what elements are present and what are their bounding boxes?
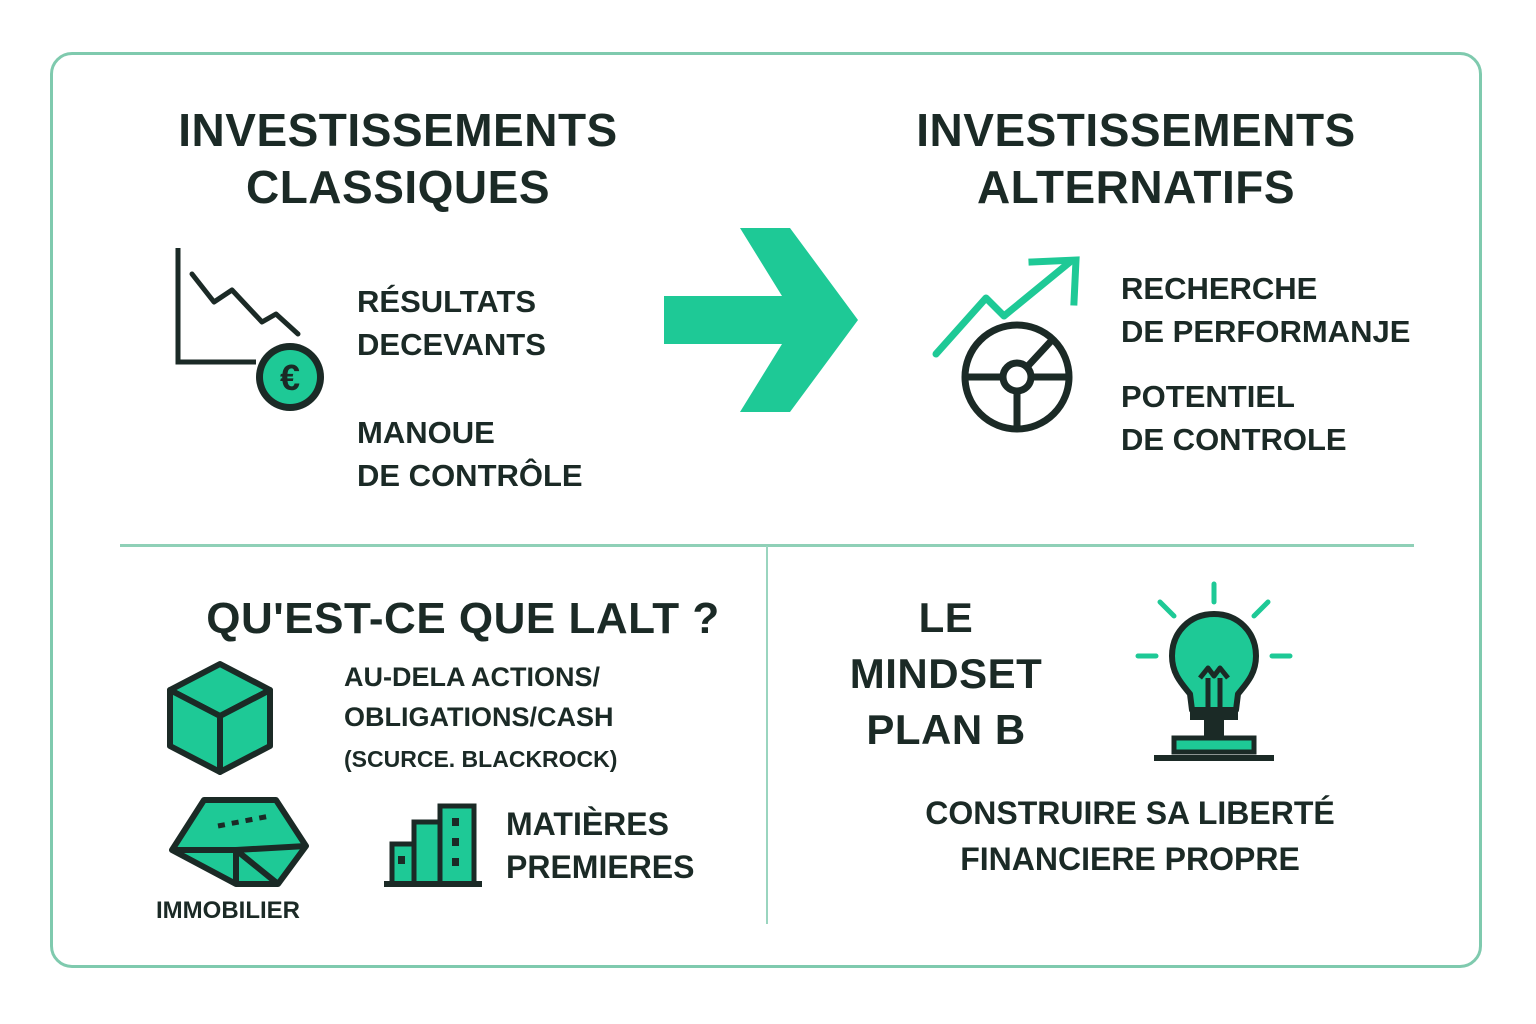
alt-section-description: AU-DELA ACTIONS/ OBLIGATIONS/CASH <box>344 657 614 737</box>
alternative-point-performance-line-1: RECHERCHE <box>1121 271 1318 306</box>
alt-section-title: QU'EST-CE QUE LALT ? <box>160 590 766 647</box>
building-label-line-2: PREMIERES <box>506 849 695 885</box>
alternative-point-control-line-2: DE CONTROLE <box>1121 422 1347 457</box>
mindset-caption-line-1: CONSTRUIRE SA LIBERTÉ <box>925 795 1335 831</box>
alt-section-description-line-2: OBLIGATIONS/CASH <box>344 702 614 732</box>
classic-point-control: MANOUE DE CONTRÔLE <box>357 411 583 497</box>
right-arrow-icon <box>664 228 858 412</box>
vertical-divider <box>766 546 768 924</box>
alternative-title-line-1: INVESTISSEMENTS <box>916 104 1356 156</box>
alt-section-description-line-1: AU-DELA ACTIONS/ <box>344 662 600 692</box>
alt-section-title-text: QU'EST-CE QUE LALT ? <box>206 594 720 643</box>
euro-coin-symbol: € <box>280 357 300 398</box>
gold-bar-icon <box>169 797 309 887</box>
buildings-icon <box>384 803 482 887</box>
classic-point-results: RÉSULTATS DECEVANTS <box>357 280 546 366</box>
classic-point-control-line-1: MANOUE <box>357 415 495 450</box>
mindset-caption-line-2: FINANCIERE PROPRE <box>960 841 1300 877</box>
classic-title-line-2: CLASSIQUES <box>245 161 551 213</box>
classic-title: INVESTISSEMENTS CLASSIQUES <box>150 102 646 216</box>
alternative-point-control: POTENTIEL DE CONTROLE <box>1121 375 1347 461</box>
building-label-line-1: MATIÈRES <box>506 806 669 842</box>
alternative-point-performance: RECHERCHE DE PERFORMANJE <box>1121 267 1410 353</box>
alt-section-source: (SCURCE. BLACKROCK) <box>344 746 618 772</box>
mindset-title-line-3: PLAN B <box>866 706 1026 753</box>
mindset-title-line-1: LE <box>918 594 974 641</box>
horizontal-divider <box>120 544 1414 547</box>
classic-point-results-line-2: DECEVANTS <box>357 327 546 362</box>
classic-title-line-1: INVESTISSEMENTS <box>178 104 618 156</box>
building-label: MATIÈRES PREMIERES <box>506 803 694 889</box>
declining-chart-euro-coin-icon: € <box>175 248 324 411</box>
classic-point-control-line-2: DE CONTRÔLE <box>357 458 583 493</box>
alternative-point-performance-line-2: DE PERFORMANJE <box>1121 314 1411 349</box>
cube-icon <box>167 661 273 775</box>
alternative-point-control-line-1: POTENTIEL <box>1121 379 1295 414</box>
mindset-title-line-2: MINDSET <box>849 650 1043 697</box>
alternative-title: INVESTISSEMENTS ALTERNATIFS <box>888 102 1384 216</box>
mindset-title: LE MINDSET PLAN B <box>826 590 1066 758</box>
classic-point-results-line-1: RÉSULTATS <box>357 284 537 319</box>
mindset-caption: CONSTRUIRE SA LIBERTÉ FINANCIERE PROPRE <box>880 790 1380 882</box>
alternative-title-line-2: ALTERNATIFS <box>976 161 1296 213</box>
gold-bar-label: IMMOBILIER <box>156 897 300 924</box>
lightbulb-icon <box>1135 581 1293 761</box>
rising-arrow-steering-wheel-icon <box>932 256 1080 433</box>
